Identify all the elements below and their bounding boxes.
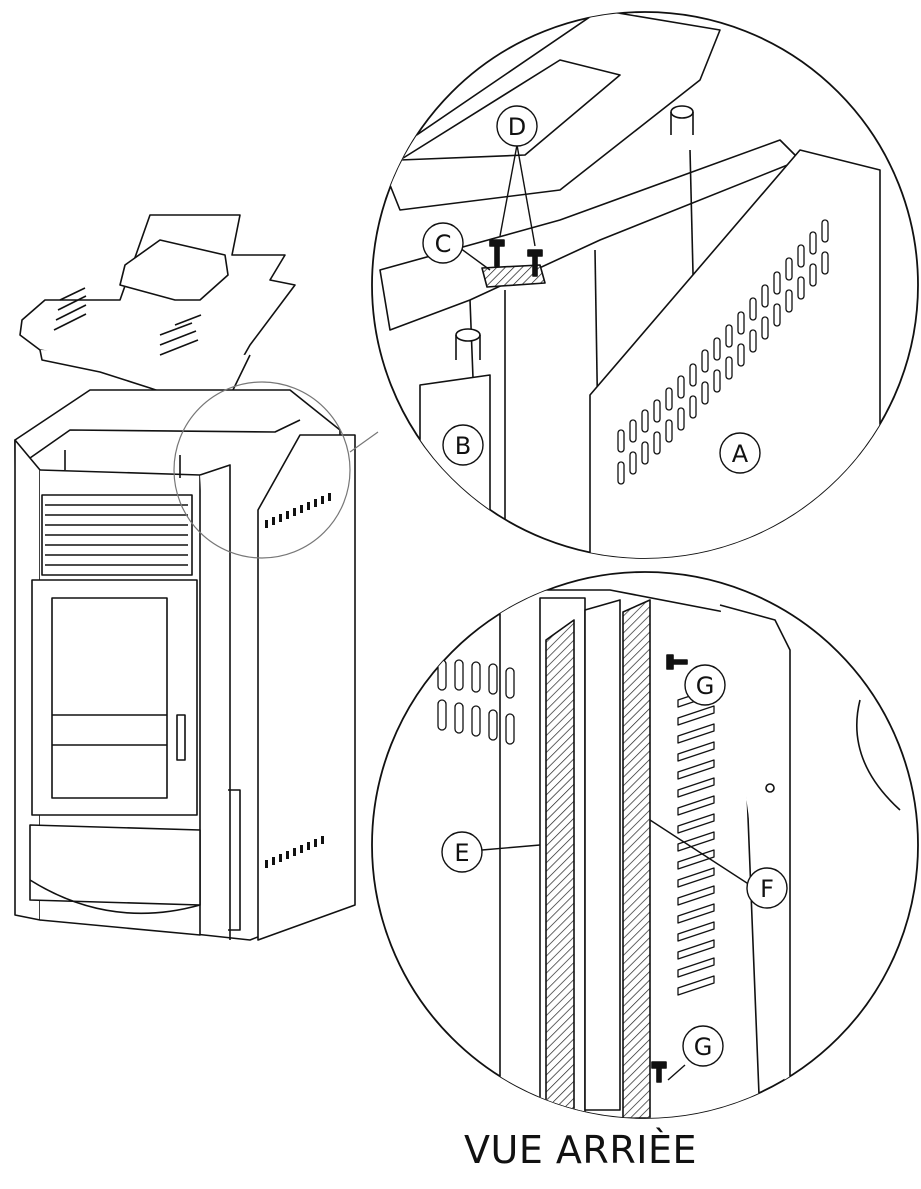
svg-text:B: B (455, 432, 471, 460)
callout-c: C (422, 222, 464, 264)
callout-f: F (746, 867, 788, 909)
svg-text:G: G (694, 1033, 713, 1061)
svg-text:D: D (508, 113, 526, 141)
callout-b: B (442, 424, 484, 466)
stove-drawing (14, 214, 379, 941)
stove-body (14, 389, 356, 941)
detail-circle-marker (173, 381, 351, 559)
callout-d: D (496, 105, 538, 147)
callout-g-top: G (684, 664, 726, 706)
callout-g-bottom: G (682, 1025, 724, 1067)
svg-text:F: F (760, 875, 774, 903)
callout-a: A (719, 432, 761, 474)
callout-e: E (441, 831, 483, 873)
svg-text:A: A (732, 440, 749, 468)
detail-bottom: E F G G (371, 571, 919, 1119)
svg-text:C: C (435, 230, 452, 258)
top-cover (19, 214, 296, 406)
detail-top: D C B A (371, 11, 919, 559)
svg-text:G: G (696, 672, 715, 700)
view-caption: VUE ARRIÈE (464, 1128, 697, 1172)
svg-text:E: E (454, 839, 469, 867)
screws-d (489, 239, 543, 277)
